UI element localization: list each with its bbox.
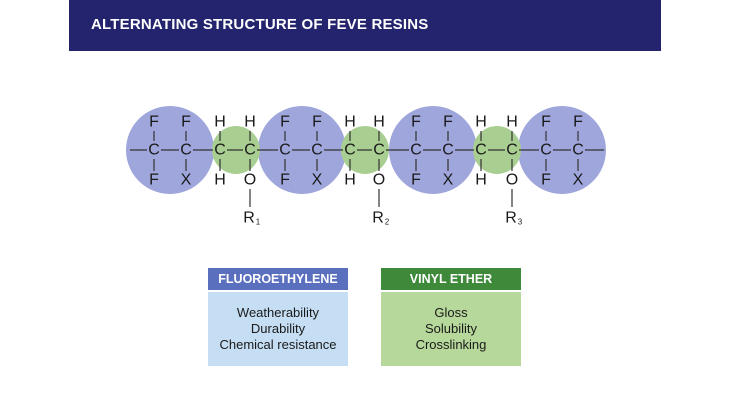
- carbon-atom: C: [373, 142, 385, 159]
- atom-background: [278, 141, 292, 159]
- hydrogen-atom: H: [244, 114, 256, 131]
- fluorine-atom: F: [312, 114, 322, 131]
- fluorine-atom: F: [149, 114, 159, 131]
- atom-background: [147, 141, 161, 159]
- atom-background: [441, 141, 455, 159]
- r-group-subscript: 1: [256, 218, 261, 227]
- carbon-atom: C: [244, 142, 256, 159]
- atom-background: [243, 141, 257, 159]
- vinyl-ether-property: Crosslinking: [415, 337, 487, 352]
- atom-background: [213, 141, 227, 159]
- r-group: R: [372, 210, 384, 227]
- hydrogen-atom: H: [214, 114, 226, 131]
- fluoroethylene-box: FLUOROETHYLENE Weatherability Durability…: [208, 268, 348, 366]
- carbon-atom: C: [540, 142, 552, 159]
- carbon-atom: C: [506, 142, 518, 159]
- vinyl-ether-properties: Gloss Solubility Crosslinking: [381, 292, 521, 366]
- r-group-subscript: 3: [518, 218, 523, 227]
- page-title: ALTERNATING STRUCTURE OF FEVE RESINS: [91, 16, 429, 33]
- carbon-atom: C: [311, 142, 323, 159]
- fluorine-atom: F: [280, 172, 290, 189]
- atom-background: [539, 141, 553, 159]
- fluorine-atom: F: [149, 172, 159, 189]
- hydrogen-atom: H: [506, 114, 518, 131]
- oxygen-atom: O: [373, 172, 385, 189]
- carbon-atom: C: [475, 142, 487, 159]
- carbon-atom: C: [180, 142, 192, 159]
- carbon-atom: C: [148, 142, 160, 159]
- fluoroethylene-property: Chemical resistance: [219, 337, 337, 352]
- fluorine-atom: F: [181, 114, 191, 131]
- vinyl-ether-property: Gloss: [434, 305, 468, 320]
- fluorine-atom: F: [443, 114, 453, 131]
- fluoroethylene-property: Weatherability: [236, 305, 320, 320]
- carbon-atom: C: [410, 142, 422, 159]
- r-group-subscript: 2: [385, 218, 390, 227]
- carbon-atom: C: [442, 142, 454, 159]
- fluorine-atom: F: [411, 114, 421, 131]
- x-group: X: [443, 172, 454, 189]
- carbon-atom: C: [572, 142, 584, 159]
- x-group: X: [573, 172, 584, 189]
- atom-background: [571, 141, 585, 159]
- fluoroethylene-title: FLUOROETHYLENE: [208, 268, 348, 290]
- header-bar: ALTERNATING STRUCTURE OF FEVE RESINS: [69, 0, 661, 51]
- atom-background: [179, 141, 193, 159]
- atom-background: [505, 141, 519, 159]
- atom-background: [310, 141, 324, 159]
- atom-background: [343, 141, 357, 159]
- hydrogen-atom: H: [373, 114, 385, 131]
- carbon-atom: C: [214, 142, 226, 159]
- fluoroethylene-properties: Weatherability Durability Chemical resis…: [208, 292, 348, 366]
- fluorine-atom: F: [280, 114, 290, 131]
- x-group: X: [181, 172, 192, 189]
- hydrogen-atom: H: [475, 114, 487, 131]
- atom-background: [474, 141, 488, 159]
- fluorine-atom: F: [573, 114, 583, 131]
- carbon-atom: C: [344, 142, 356, 159]
- oxygen-atom: O: [506, 172, 518, 189]
- fluorine-atom: F: [541, 172, 551, 189]
- r-group: R: [505, 210, 517, 227]
- atom-background: [409, 141, 423, 159]
- fluorine-atom: F: [411, 172, 421, 189]
- oxygen-atom: O: [244, 172, 256, 189]
- fluorine-atom: F: [541, 114, 551, 131]
- r-group: R: [243, 210, 255, 227]
- fluoroethylene-property: Durability: [250, 321, 306, 336]
- vinyl-ether-title: VINYL ETHER: [381, 268, 521, 290]
- x-group: X: [312, 172, 323, 189]
- hydrogen-atom: H: [344, 172, 356, 189]
- vinyl-ether-box: VINYL ETHER Gloss Solubility Crosslinkin…: [381, 268, 521, 366]
- vinyl-ether-property: Solubility: [424, 321, 478, 336]
- hydrogen-atom: H: [344, 114, 356, 131]
- hydrogen-atom: H: [475, 172, 487, 189]
- atom-background: [372, 141, 386, 159]
- hydrogen-atom: H: [214, 172, 226, 189]
- carbon-atom: C: [279, 142, 291, 159]
